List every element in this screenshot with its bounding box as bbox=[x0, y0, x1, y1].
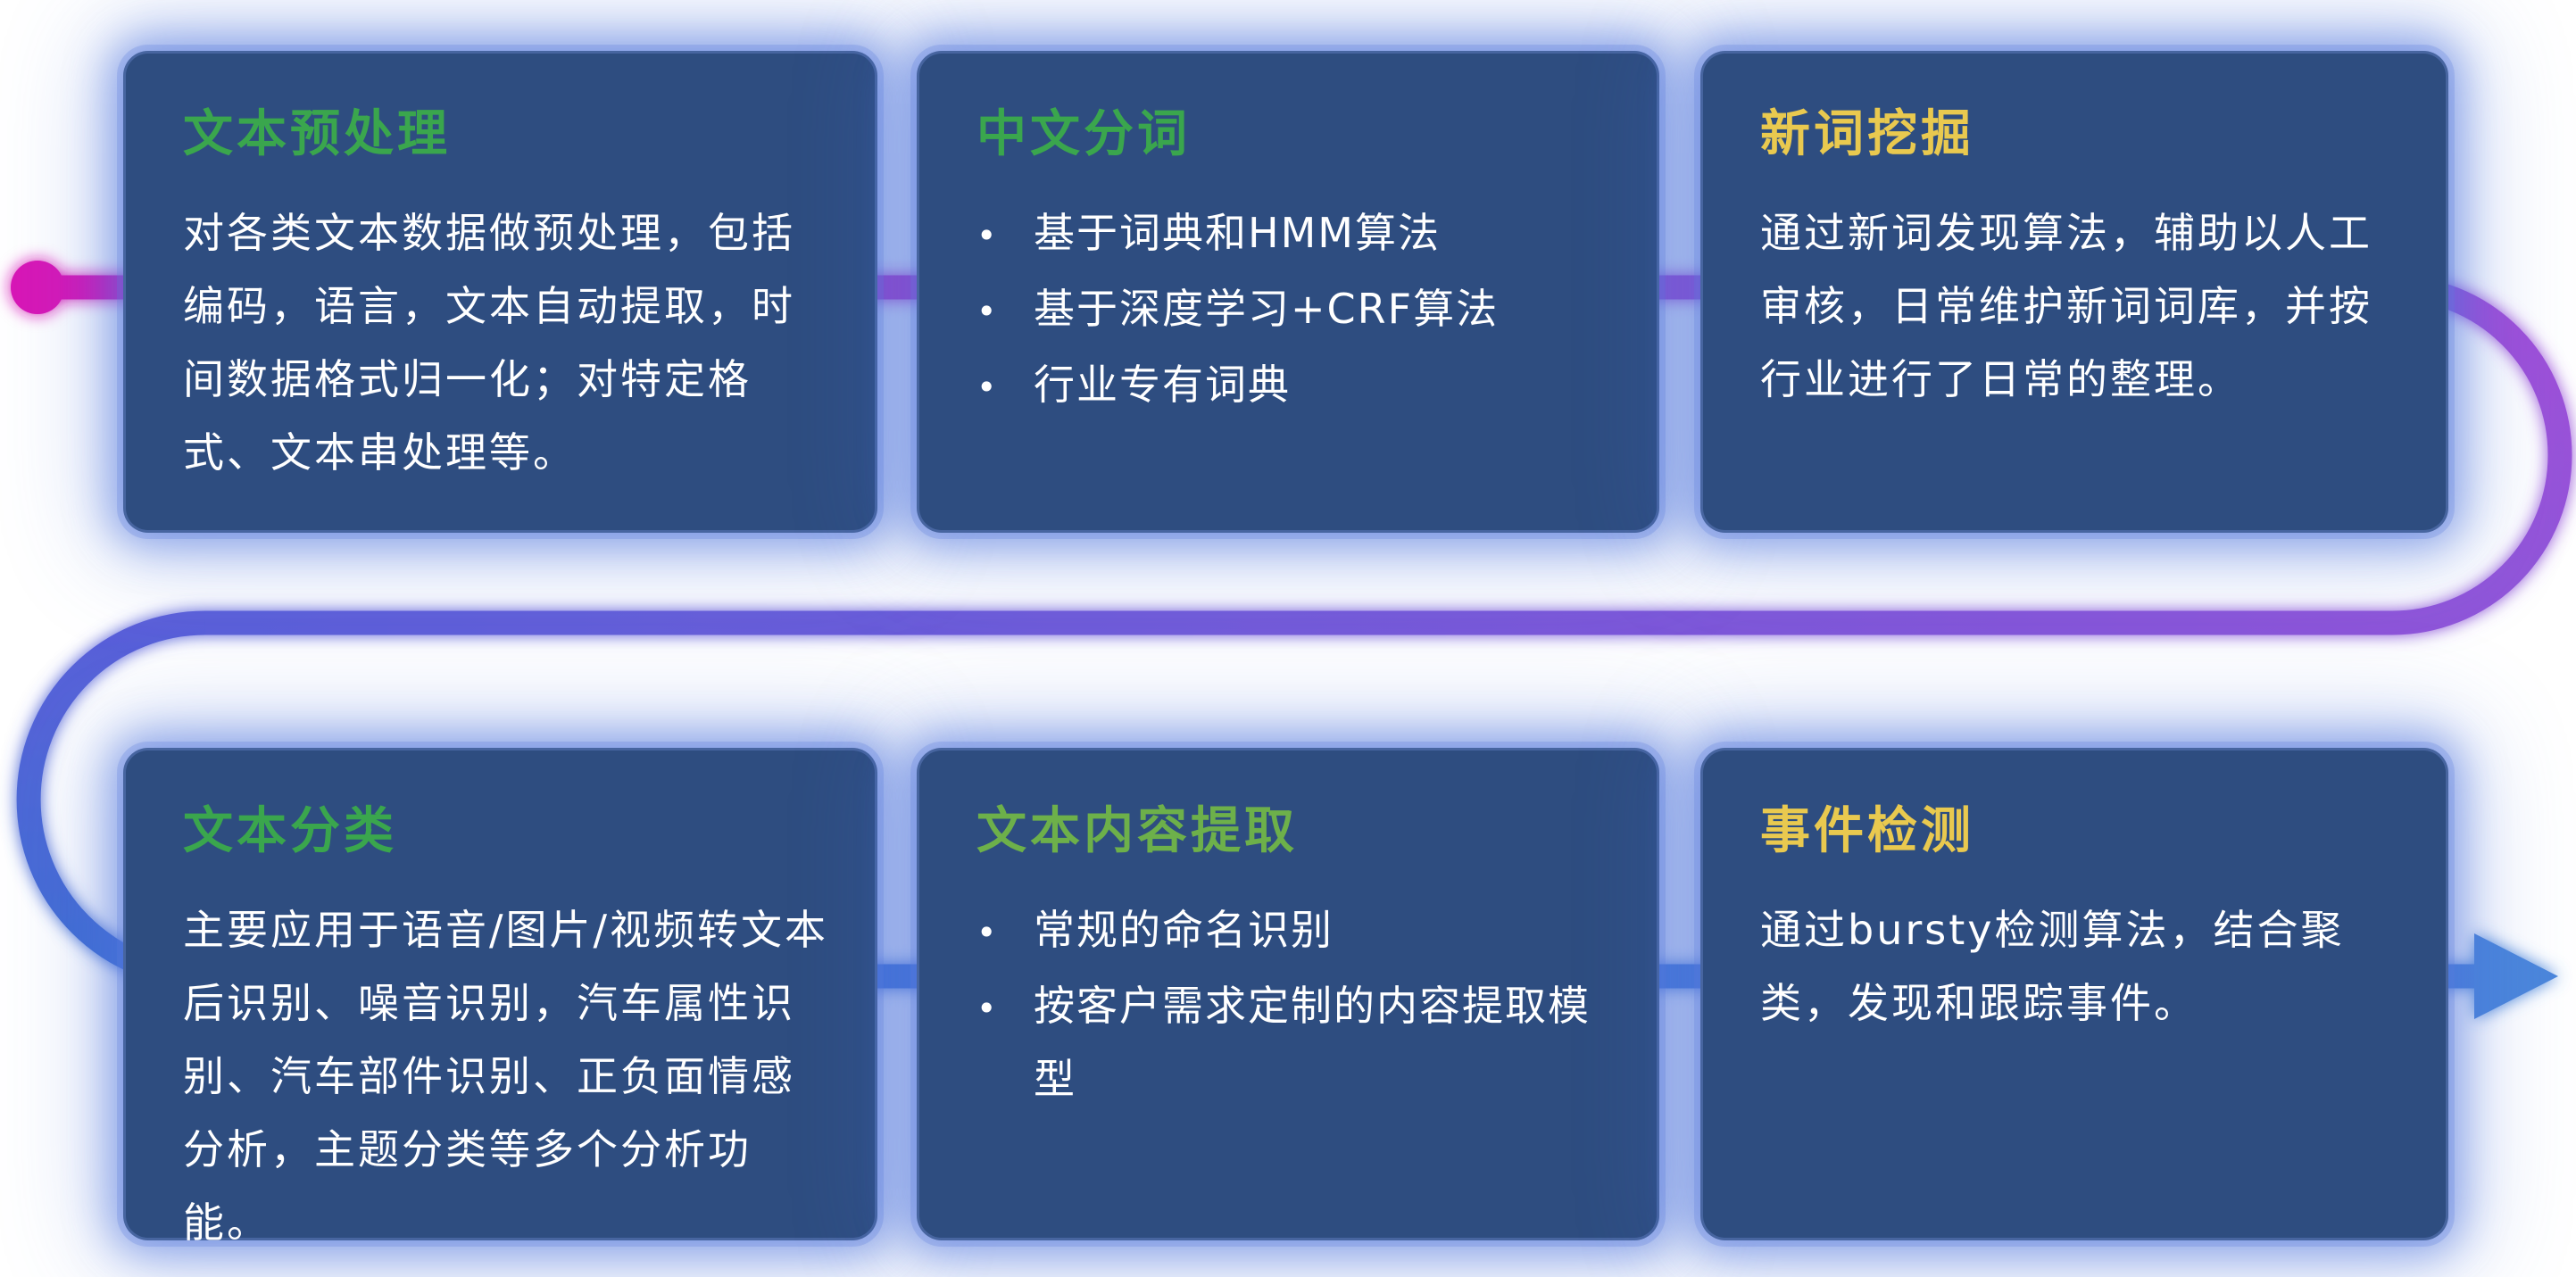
list-item: • 常规的命名识别 bbox=[976, 893, 1614, 969]
card-chinese-word-segmentation: 中文分词 • 基于词典和HMM算法 • 基于深度学习+CRF算法 • 行业专有词… bbox=[917, 51, 1659, 533]
bullet-icon: • bbox=[976, 216, 999, 255]
bullet-icon: • bbox=[976, 913, 999, 952]
bullet-icon: • bbox=[976, 368, 999, 407]
list-item: • 行业专有词典 bbox=[976, 348, 1614, 424]
pipeline-left-uturn bbox=[16, 610, 206, 989]
card-body: 通过bursty检测算法，结合聚类，发现和跟踪事件。 bbox=[1760, 906, 2345, 1027]
card-body: 主要应用于语音/图片/视频转文本后识别、噪音识别，汽车属性识别、汽车部件识别、正… bbox=[183, 906, 828, 1247]
list-item-text: 按客户需求定制的内容提取模型 bbox=[1034, 982, 1591, 1103]
list-item-text: 行业专有词典 bbox=[1034, 361, 1291, 409]
card-bullet-list: • 常规的命名识别 • 按客户需求定制的内容提取模型 bbox=[976, 893, 1614, 1115]
card-text-content-extraction: 文本内容提取 • 常规的命名识别 • 按客户需求定制的内容提取模型 bbox=[917, 748, 1659, 1240]
pipeline-right-uturn bbox=[2391, 275, 2572, 635]
card-event-detection: 事件检测 通过bursty检测算法，结合聚类，发现和跟踪事件。 bbox=[1700, 748, 2448, 1240]
card-title: 事件检测 bbox=[1760, 802, 1974, 860]
list-item-text: 常规的命名识别 bbox=[1034, 906, 1334, 954]
card-title: 文本内容提取 bbox=[976, 802, 1298, 860]
card-title: 中文分词 bbox=[976, 105, 1191, 163]
card-new-word-mining: 新词挖掘 通过新词发现算法，辅助以人工审核，日常维护新词词库，并按行业进行了日常… bbox=[1700, 51, 2448, 533]
card-title: 文本分类 bbox=[183, 802, 397, 860]
bullet-icon: • bbox=[976, 989, 999, 1028]
card-bullet-list: • 基于词典和HMM算法 • 基于深度学习+CRF算法 • 行业专有词典 bbox=[976, 196, 1614, 424]
bullet-icon: • bbox=[976, 292, 999, 331]
pipeline-arrow-icon bbox=[2474, 933, 2558, 1019]
list-item: • 基于词典和HMM算法 bbox=[976, 196, 1614, 272]
list-item-text: 基于词典和HMM算法 bbox=[1034, 209, 1441, 257]
card-text-preprocessing: 文本预处理 对各类文本数据做预处理，包括编码，语言，文本自动提取，时间数据格式归… bbox=[123, 51, 877, 533]
list-item: • 基于深度学习+CRF算法 bbox=[976, 272, 1614, 348]
card-title: 新词挖掘 bbox=[1760, 105, 1974, 163]
card-text-classification: 文本分类 主要应用于语音/图片/视频转文本后识别、噪音识别，汽车属性识别、汽车部… bbox=[123, 748, 877, 1247]
card-body: 对各类文本数据做预处理，包括编码，语言，文本自动提取，时间数据格式归一化；对特定… bbox=[183, 209, 795, 477]
pipeline-start-dot-icon bbox=[11, 261, 64, 314]
list-item-text: 基于深度学习+CRF算法 bbox=[1034, 285, 1500, 333]
card-title: 文本预处理 bbox=[183, 105, 451, 163]
card-body: 通过新词发现算法，辅助以人工审核，日常维护新词词库，并按行业进行了日常的整理。 bbox=[1760, 209, 2372, 403]
list-item: • 按客户需求定制的内容提取模型 bbox=[976, 969, 1614, 1115]
